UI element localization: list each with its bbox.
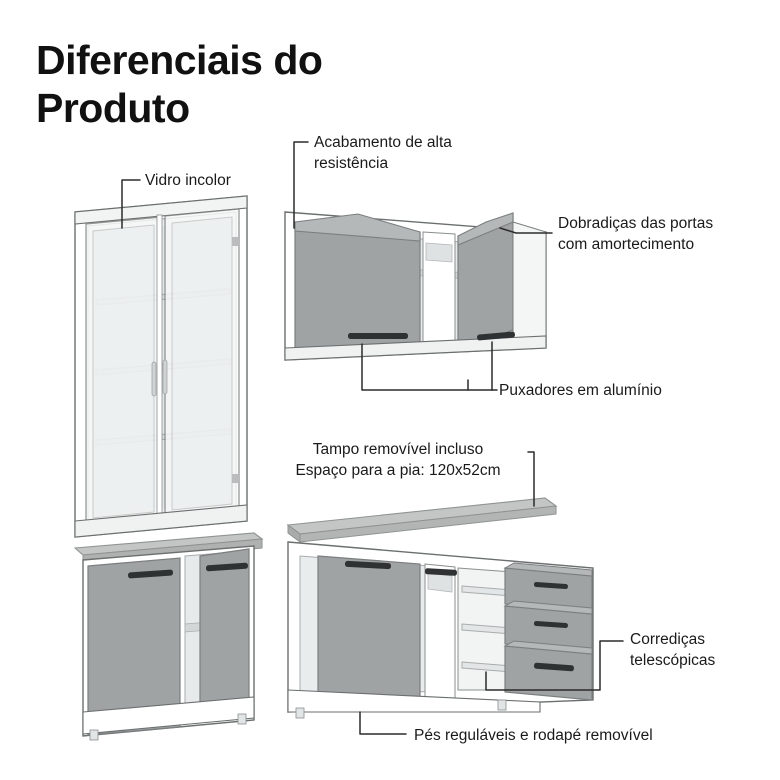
handle-drawer-3 bbox=[534, 662, 574, 672]
leader-dobradicas bbox=[499, 227, 553, 234]
leader-puxadores-left bbox=[361, 343, 493, 391]
leader-pes bbox=[359, 711, 407, 735]
handle-upper-left bbox=[348, 333, 408, 339]
label-pes: Pés reguláveis e rodapé removível bbox=[414, 727, 653, 744]
handle-base-right bbox=[206, 562, 248, 572]
label-dobradicas: Dobradiças das portas com amortecimento bbox=[558, 215, 714, 253]
lower-base-cabinet-large bbox=[287, 541, 594, 719]
leader-tampo bbox=[527, 451, 535, 507]
label-puxadores: Puxadores em alumínio bbox=[499, 382, 662, 399]
lower-base-cabinet-small bbox=[73, 532, 264, 741]
leader-vidro-incolor bbox=[121, 179, 141, 229]
label-tampo: Tampo removível incluso Espaço para a pi… bbox=[295, 441, 501, 479]
glass-door-tall-cabinet bbox=[74, 195, 248, 538]
handle-upper-right bbox=[477, 331, 515, 341]
page-title: Diferenciais do Produto bbox=[36, 37, 323, 132]
leader-corredicas bbox=[485, 640, 624, 691]
label-corredicas: Corrediças telescópicas bbox=[630, 631, 716, 669]
label-vidro-incolor: Vidro incolor bbox=[145, 172, 231, 189]
handle-drawer-1 bbox=[533, 581, 568, 590]
removable-countertop bbox=[286, 497, 558, 543]
handle-large-left bbox=[345, 560, 391, 570]
upper-wall-cabinet bbox=[284, 211, 547, 361]
handle-base-left bbox=[128, 569, 173, 579]
leader-acabamento bbox=[293, 141, 309, 229]
handle-drawer-2 bbox=[533, 620, 568, 629]
handle-large-right bbox=[424, 568, 458, 576]
label-acabamento: Acabamento de alta resistência bbox=[314, 134, 452, 172]
